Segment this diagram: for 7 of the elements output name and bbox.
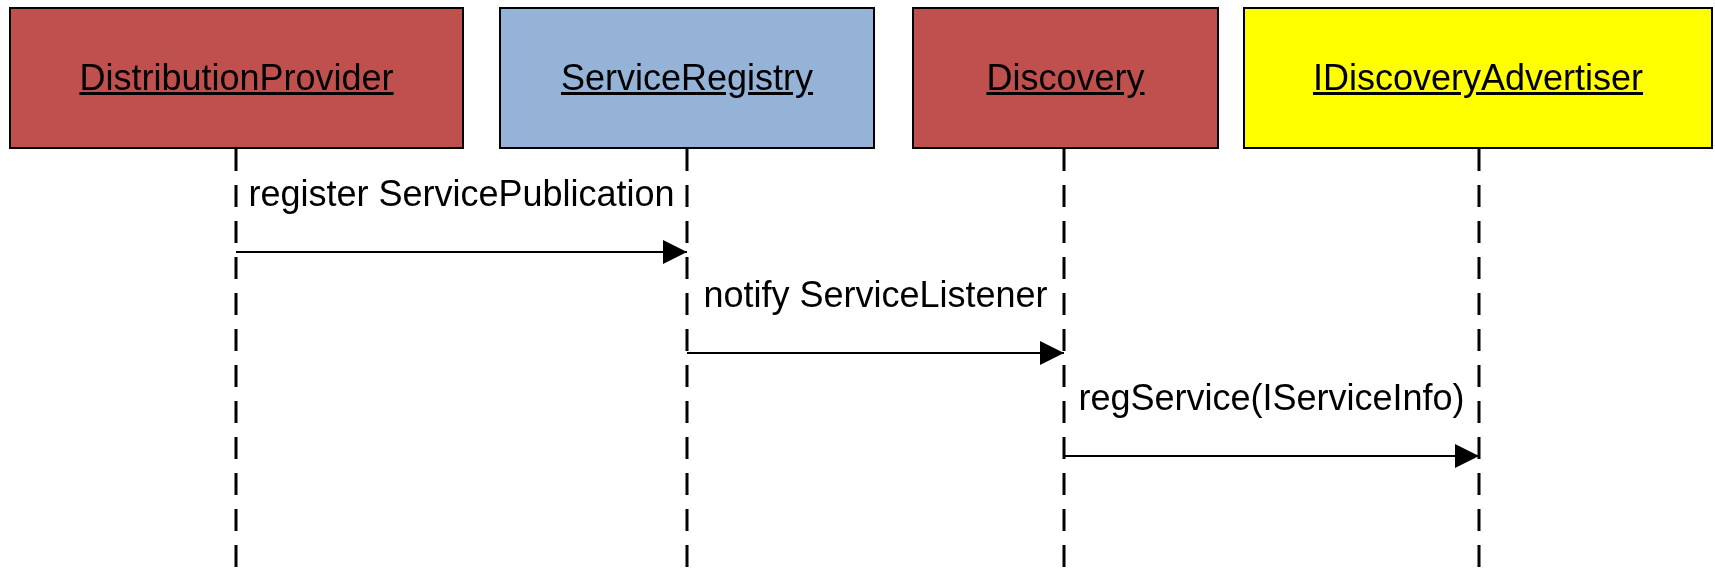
- participant-name: DistributionProvider: [79, 57, 394, 99]
- message-arrow: [1063, 444, 1480, 468]
- message-arrow: [686, 341, 1065, 365]
- participant-name: ServiceRegistry: [560, 57, 814, 99]
- participant-name: IDiscoveryAdvertiser: [1312, 57, 1644, 99]
- message-arrow: [235, 240, 688, 264]
- participant-name: Discovery: [986, 57, 1145, 99]
